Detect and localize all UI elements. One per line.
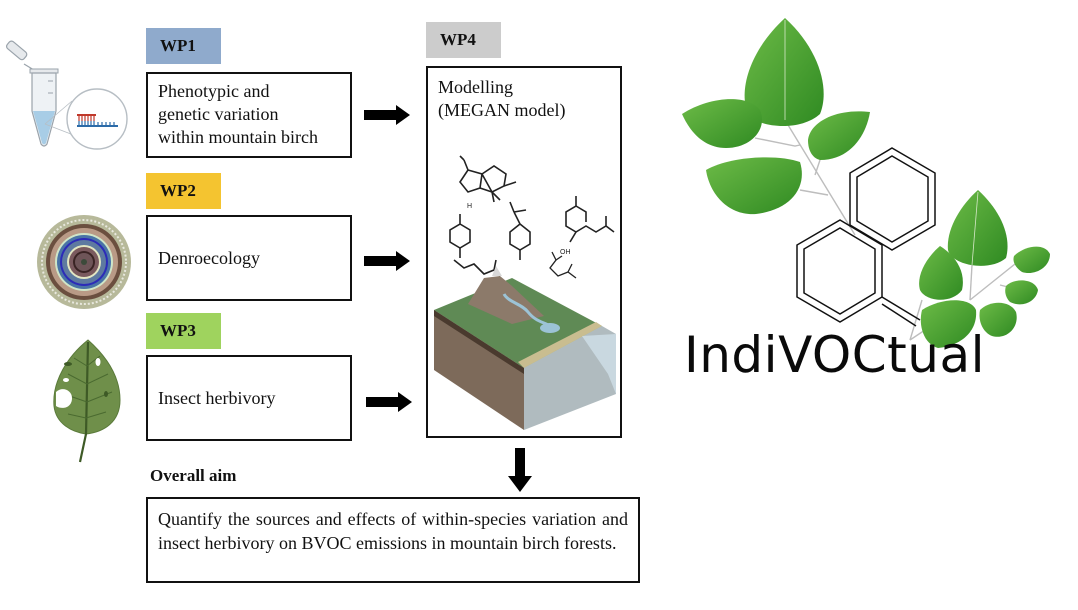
- wp2-icon-tree-rings: [36, 214, 132, 310]
- tree-rings-icon: [37, 215, 131, 309]
- test-tube-dna-icon: [5, 40, 128, 150]
- svg-text:H: H: [467, 203, 472, 210]
- arrow-right-icon: [364, 105, 410, 125]
- wp1-description-line: genetic variation: [158, 104, 279, 124]
- wp2-box: Denroecology: [146, 215, 352, 301]
- logo-wordmark: IndiVOCtual: [684, 326, 985, 384]
- wp3-label: WP3: [160, 321, 196, 340]
- indivoctual-logo: [660, 10, 1078, 410]
- wp1-tag: WP1: [146, 28, 221, 64]
- damaged-leaf-icon: [53, 339, 121, 463]
- svg-text:OH: OH: [560, 249, 571, 256]
- overall-aim-box: Quantify the sources and effects of with…: [146, 497, 640, 583]
- birch-leaves-hexagon-logo-icon: [682, 18, 1050, 348]
- wp1-label: WP1: [160, 36, 196, 55]
- wp4-description-line: (MEGAN model): [438, 100, 566, 120]
- wp1-description-line: Phenotypic and: [158, 81, 270, 101]
- landscape-block-icon: [434, 266, 616, 430]
- molecule-structures-icon: OH H: [449, 155, 615, 279]
- overall-aim-label: Overall aim: [150, 466, 237, 485]
- wp3-box: Insect herbivory: [146, 355, 352, 441]
- wp1-icon-test-tube-dna: [0, 36, 130, 156]
- wp4-label: WP4: [440, 30, 476, 49]
- wp4-tag: WP4: [426, 22, 501, 58]
- wp2-description-line: Denroecology: [158, 248, 260, 268]
- arrow-right-icon: [366, 392, 412, 412]
- wp1-description-line: within mountain birch: [158, 127, 318, 147]
- wp3-description-line: Insect herbivory: [158, 388, 276, 408]
- arrow-right-icon: [364, 251, 410, 271]
- wp1-box: Phenotypic and genetic variation within …: [146, 72, 352, 158]
- wp4-description-line: Modelling: [438, 77, 513, 97]
- wp2-label: WP2: [160, 181, 196, 200]
- wp4-box: Modelling (MEGAN model): [426, 66, 622, 438]
- wp3-icon-damaged-leaf: [48, 336, 128, 466]
- wp3-tag: WP3: [146, 313, 221, 349]
- overall-aim-text: Quantify the sources and effects of with…: [158, 509, 628, 553]
- wp2-tag: WP2: [146, 173, 221, 209]
- arrow-down-icon: [508, 448, 532, 492]
